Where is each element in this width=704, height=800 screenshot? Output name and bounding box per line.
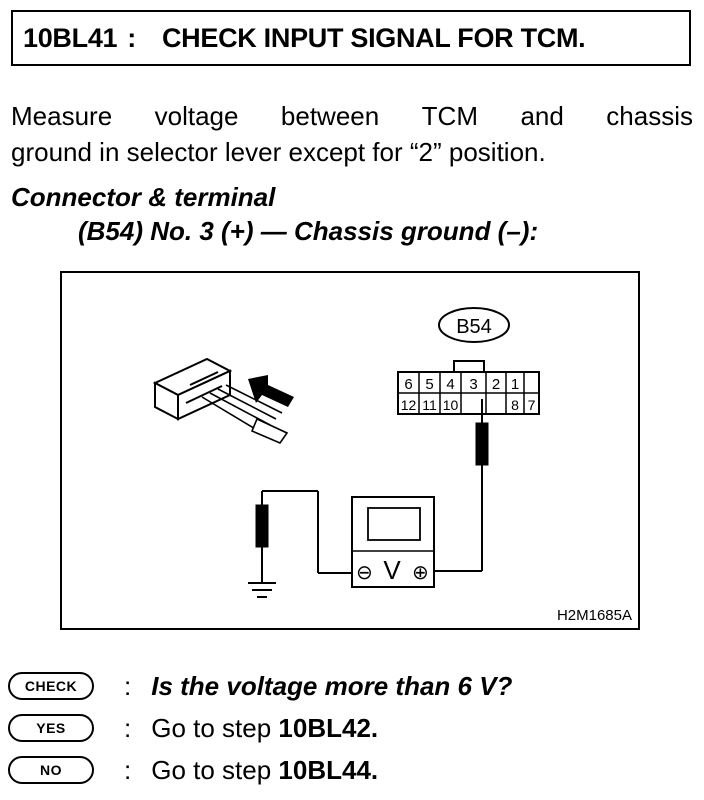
connector-label-bubble: B54 xyxy=(438,307,510,343)
chassis-ground-icon xyxy=(248,582,276,598)
no-row: NO : Go to step 10BL44. xyxy=(8,754,378,786)
yes-row: YES : Go to step 10BL42. xyxy=(8,712,378,744)
step-title-box: 10BL41 : CHECK INPUT SIGNAL FOR TCM. xyxy=(11,10,691,66)
instruction-word: voltage xyxy=(154,101,239,131)
connector-pin-number: 11 xyxy=(422,397,437,413)
figure-code: H2M1685A xyxy=(557,607,632,624)
connector-label: B54 xyxy=(456,316,492,338)
instruction-line-1: Measure voltage between TCM and chassis xyxy=(11,98,693,134)
yes-target-step[interactable]: 10BL42. xyxy=(278,712,379,743)
instruction-word: and xyxy=(520,101,564,131)
voltmeter: ⊖ V ⊕ xyxy=(351,496,435,588)
connector-pin-number: 6 xyxy=(404,376,412,393)
yes-action: Go to step 10BL42. xyxy=(151,713,378,744)
no-action: Go to step 10BL44. xyxy=(151,755,378,786)
instruction-line-2: ground in selector lever except for “2” … xyxy=(11,137,546,167)
connector-pin-number: 5 xyxy=(425,376,433,393)
voltmeter-symbol: V xyxy=(383,555,401,585)
no-badge: NO xyxy=(8,756,94,784)
check-row: CHECK : Is the voltage more than 6 V? xyxy=(8,670,512,702)
no-target-step[interactable]: 10BL44. xyxy=(278,754,379,785)
instruction-word: between xyxy=(280,101,380,131)
check-colon: : xyxy=(124,670,132,701)
yes-colon: : xyxy=(124,712,132,743)
insert-arrow-icon xyxy=(248,375,294,407)
connector-pin-number: 7 xyxy=(528,397,536,413)
instruction-word: Measure xyxy=(11,101,113,131)
negative-probe xyxy=(255,490,352,583)
positive-probe xyxy=(434,399,489,572)
instruction-text: Measure voltage between TCM and chassis … xyxy=(11,98,693,170)
instruction-word: TCM xyxy=(421,101,478,131)
connector-spec: (B54) No. 3 (+) — Chassis ground (–): xyxy=(78,216,539,246)
no-colon: : xyxy=(124,754,132,785)
connector-heading: Connector & terminal xyxy=(11,182,276,212)
harness-connector-illustration xyxy=(152,357,289,444)
connector-pin-number: 1 xyxy=(511,376,519,393)
connector-pin-number: 2 xyxy=(492,376,500,393)
step-title: CHECK INPUT SIGNAL FOR TCM. xyxy=(161,22,586,53)
yes-action-text: Go to step xyxy=(151,712,279,743)
connector-pin-number: 4 xyxy=(446,376,454,393)
yes-badge: YES xyxy=(8,714,94,742)
instruction-word: chassis xyxy=(606,101,693,131)
connector-pin-number: 10 xyxy=(443,397,459,413)
check-badge: CHECK xyxy=(8,672,94,700)
connector-pin-number: 3 xyxy=(469,376,477,393)
step-code: 10BL41 xyxy=(23,22,118,53)
step-colon: : xyxy=(127,22,136,53)
no-action-text: Go to step xyxy=(151,754,279,785)
minus-terminal-icon: ⊖ xyxy=(356,562,373,584)
connector-pin-number: 12 xyxy=(401,397,417,413)
plus-terminal-icon: ⊕ xyxy=(412,562,429,584)
check-question: Is the voltage more than 6 V? xyxy=(151,670,513,701)
connector-pin-number: 8 xyxy=(511,397,519,413)
connector-b54-face xyxy=(397,360,540,415)
